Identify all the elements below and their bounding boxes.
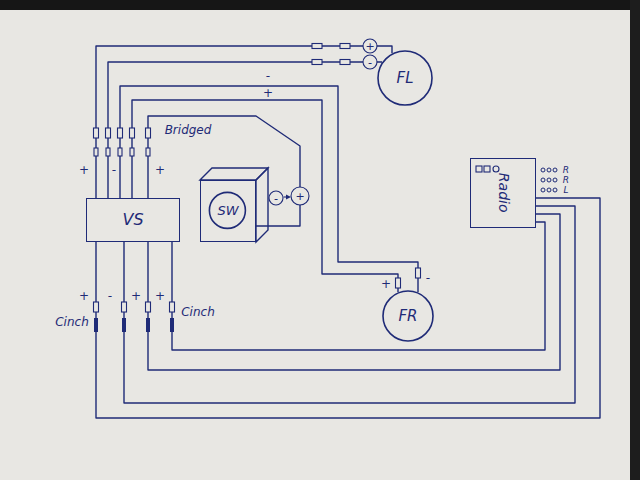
- node-text: SW: [217, 204, 238, 218]
- node-text: FL: [397, 70, 414, 87]
- radio-port: [553, 178, 557, 182]
- polarity-mark: +: [154, 290, 166, 302]
- polarity-mark: +: [130, 290, 142, 302]
- wire-plug: [312, 60, 322, 65]
- polarity-mark: +: [78, 164, 90, 176]
- circle-outline: [383, 291, 433, 341]
- radio-port: [541, 178, 545, 182]
- polarity-mark: L: [562, 186, 569, 195]
- radio-port: [547, 168, 551, 172]
- circle-outline: [209, 192, 245, 228]
- rca-plug: [118, 128, 123, 138]
- note-label: Bridged: [164, 124, 213, 136]
- terminal-symbol: [269, 191, 283, 205]
- radio-port: [541, 188, 545, 192]
- radio-port: [547, 188, 551, 192]
- radio-box: Radio: [470, 158, 536, 228]
- rca-jack: [146, 318, 150, 332]
- rca-plug: [118, 148, 122, 156]
- rca-jack: [122, 318, 126, 332]
- terminal-symbol: [363, 39, 377, 53]
- polarity-mark: -: [265, 70, 271, 82]
- polarity-mark: +: [262, 87, 274, 99]
- terminal-polarity: -: [274, 193, 278, 204]
- rca-plug: [146, 148, 150, 156]
- terminal-symbol: [291, 187, 309, 205]
- circle-outline: [378, 51, 432, 105]
- rca-jack: [170, 318, 174, 332]
- radio-button: [476, 166, 482, 172]
- rca-plug: [122, 302, 127, 312]
- rca-plug: [94, 128, 99, 138]
- polarity-mark: -: [111, 164, 117, 176]
- radio-knob: [493, 166, 499, 172]
- subwoofer-box: SW: [200, 180, 256, 242]
- speaker-circle: FL: [377, 50, 433, 106]
- radio-port: [553, 168, 557, 172]
- wire: [96, 198, 600, 418]
- wire-plug: [340, 60, 350, 65]
- rca-plug: [170, 302, 175, 312]
- wire: [120, 86, 418, 292]
- rca-plug: [130, 148, 134, 156]
- node-text: VS: [122, 211, 143, 229]
- terminal-polarity: +: [365, 41, 374, 52]
- node-text: FR: [398, 308, 417, 325]
- amplifier-box: VS: [86, 198, 180, 242]
- speaker-circle: FR: [382, 290, 434, 342]
- terminal-polarity: +: [295, 191, 304, 202]
- wire: [124, 206, 575, 403]
- terminal-symbol: [363, 55, 377, 69]
- radio-port: [553, 188, 557, 192]
- radio-port: [541, 168, 545, 172]
- rca-plug: [106, 148, 110, 156]
- rca-plug: [146, 302, 151, 312]
- wire-plug: [340, 44, 350, 49]
- radio-port: [547, 178, 551, 182]
- polarity-mark: +: [380, 278, 392, 290]
- wire: [148, 116, 300, 226]
- polarity-mark: -: [425, 272, 431, 284]
- radio-button: [484, 166, 490, 172]
- wire: [96, 46, 392, 198]
- polarity-mark: +: [154, 164, 166, 176]
- rca-jack: [94, 318, 98, 332]
- note-label: Cinch: [180, 306, 216, 318]
- rca-plug: [94, 148, 98, 156]
- wire-plug: [312, 44, 322, 49]
- polarity-mark: -: [107, 290, 113, 302]
- wire: [148, 214, 560, 370]
- table-edge: [630, 0, 640, 480]
- rca-plug: [106, 128, 111, 138]
- rca-plug: [130, 128, 135, 138]
- polarity-mark: +: [78, 290, 90, 302]
- wire-plug: [416, 268, 421, 278]
- wire-plug: [396, 278, 401, 288]
- wire: [108, 62, 382, 198]
- node-text: Radio: [495, 173, 510, 213]
- polarity-mark: R: [562, 176, 570, 185]
- cube-side-face: [256, 168, 268, 242]
- polarity-mark: R: [562, 166, 570, 175]
- pointer-line: [284, 196, 288, 197]
- rca-plug: [94, 302, 99, 312]
- table-edge: [0, 0, 640, 10]
- note-label: Cinch: [54, 316, 90, 328]
- terminal-polarity: -: [368, 57, 372, 68]
- rca-plug: [146, 128, 151, 138]
